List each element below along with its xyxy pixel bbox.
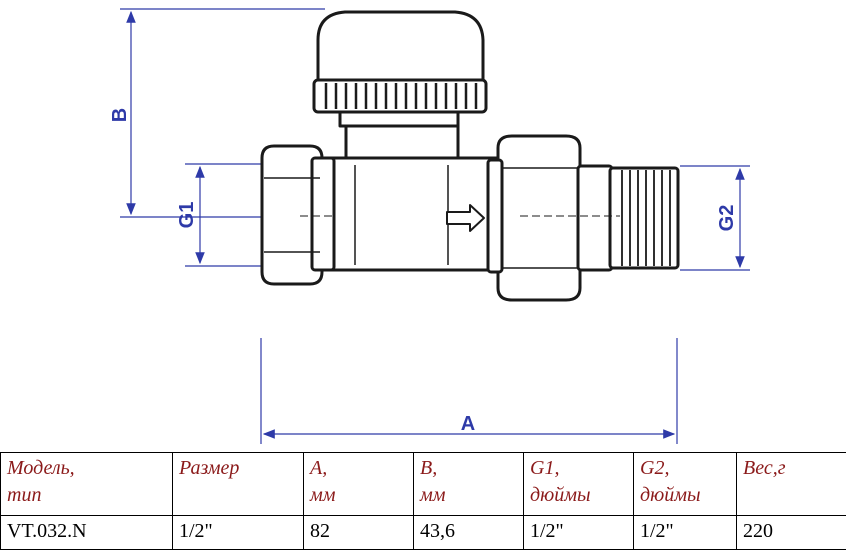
- table-row: VT.032.N 1/2" 82 43,6 1/2" 1/2" 220: [1, 516, 846, 550]
- cell-model: VT.032.N: [1, 516, 173, 550]
- dim-label-g2: G2: [716, 205, 738, 232]
- cell-weight: 220: [737, 516, 846, 550]
- cell-size: 1/2": [173, 516, 304, 550]
- dimension-a: A: [261, 338, 677, 444]
- spigot-threads: [622, 170, 670, 266]
- header-g2: G2,дюймы: [634, 453, 737, 516]
- cell-b: 43,6: [414, 516, 524, 550]
- dim-label-g1: G1: [176, 202, 198, 229]
- valve-drawing: B G1 G2 A: [0, 0, 846, 452]
- cell-g2: 1/2": [634, 516, 737, 550]
- header-size: Размер: [173, 453, 304, 516]
- header-weight: Вес,г: [737, 453, 846, 516]
- header-model: Модель,тип: [1, 453, 173, 516]
- dimension-g1: G1: [176, 164, 262, 266]
- header-a: A,мм: [304, 453, 414, 516]
- dim-label-b: B: [109, 108, 131, 122]
- dimension-g2: G2: [680, 166, 750, 270]
- header-b: B,мм: [414, 453, 524, 516]
- header-g1: G1,дюймы: [524, 453, 634, 516]
- cell-g1: 1/2": [524, 516, 634, 550]
- dim-label-a: A: [461, 413, 475, 435]
- valve-body: [262, 12, 678, 300]
- spec-table: Модель,тип Размер A,мм B,мм G1,дюймы G2,…: [0, 452, 846, 550]
- cell-a: 82: [304, 516, 414, 550]
- table-header-row: Модель,тип Размер A,мм B,мм G1,дюймы G2,…: [1, 453, 846, 516]
